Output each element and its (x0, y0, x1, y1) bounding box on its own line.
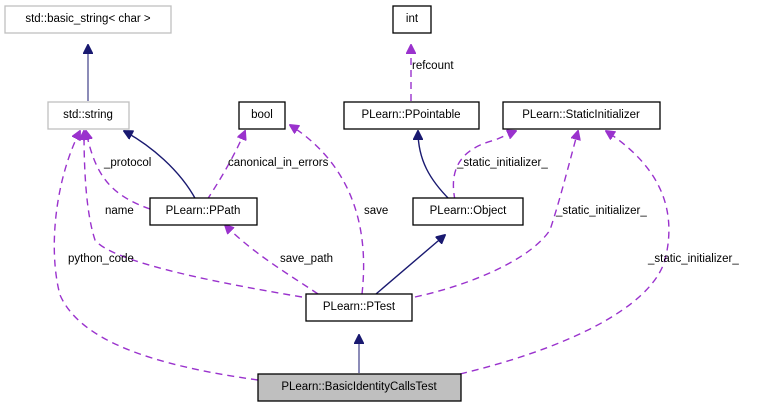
edge-label-ptest-static-initializer: _static_initializer_ (555, 205, 647, 217)
node-label: std::string (63, 109, 113, 121)
node-bool[interactable]: bool (238, 101, 286, 130)
edge-label-refcount: refcount (412, 60, 454, 72)
edge-ppath-inherits-string (124, 131, 197, 201)
node-int[interactable]: int (392, 5, 432, 34)
edge-label-canonical-in-errors: canonical_in_errors (228, 157, 329, 169)
edge-ptest-uses-string-name (84, 131, 303, 298)
edge-bict-uses-static-initializer (459, 131, 670, 375)
node-label: PLearn::Object (430, 205, 508, 217)
node-label: bool (251, 109, 273, 121)
edge-label-save: save (364, 205, 388, 217)
node-std-string[interactable]: std::string (47, 101, 130, 130)
edge-label-protocol: _protocol (103, 157, 151, 169)
node-basic-identity-calls-test[interactable]: PLearn::BasicIdentityCallsTest (257, 373, 462, 402)
edge-label-name: name (105, 205, 134, 217)
edge-label-save-path: save_path (280, 253, 333, 265)
edge-label-object-static-initializer: _static_initializer_ (456, 157, 548, 169)
node-label: PLearn::PTest (323, 301, 396, 313)
edge-label-bict-static-initializer: _static_initializer_ (647, 253, 739, 265)
node-basic-string[interactable]: std::basic_string< char > (4, 5, 172, 34)
node-label: PLearn::PPointable (361, 109, 460, 121)
edge-ptest-uses-static-initializer (414, 131, 578, 298)
edge-ptest-uses-bool-save (290, 125, 365, 295)
node-label: std::basic_string< char > (25, 13, 151, 25)
edge-ppath-uses-string-protocol (86, 131, 151, 210)
node-label: PLearn::StaticInitializer (522, 109, 640, 121)
node-static-initializer[interactable]: PLearn::StaticInitializer (502, 101, 661, 130)
edge-ptest-inherits-object (375, 235, 445, 295)
edge-object-inherits-ppointable (418, 131, 451, 201)
edge-label-python-code: python_code (68, 253, 134, 265)
edge-object-uses-static-initializer (452, 131, 516, 201)
node-ppointable[interactable]: PLearn::PPointable (343, 101, 480, 130)
node-object[interactable]: PLearn::Object (412, 197, 524, 226)
edge-bict-uses-string-python-code (53, 131, 259, 381)
node-ppath[interactable]: PLearn::PPath (149, 197, 258, 226)
node-ptest[interactable]: PLearn::PTest (305, 293, 413, 322)
node-label: PLearn::PPath (166, 205, 241, 217)
node-label: PLearn::BasicIdentityCallsTest (281, 381, 437, 393)
edge-ppath-uses-bool-canonical (206, 131, 245, 201)
node-label: int (406, 13, 419, 25)
edge-ptest-uses-ppath-save-path (225, 225, 319, 295)
